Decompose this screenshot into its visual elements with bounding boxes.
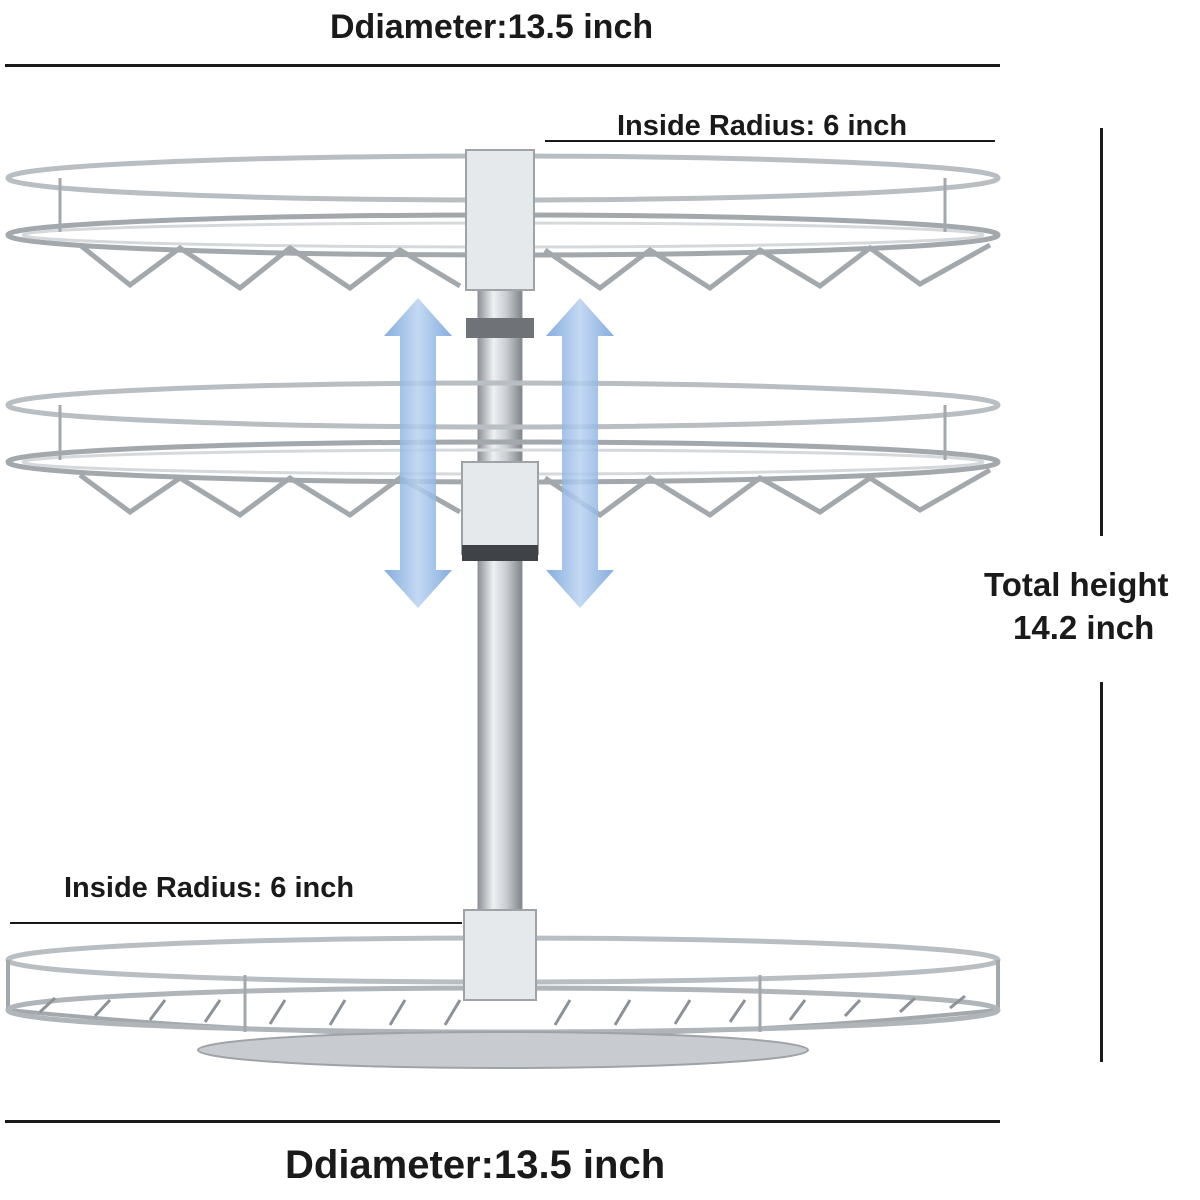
height-adjust-arrow-left [384, 298, 452, 608]
total-height-label: Total height [984, 566, 1169, 603]
bottom-radius-line [10, 922, 462, 924]
bottom-diameter-label: Ddiameter:13.5 inch [285, 1143, 666, 1187]
top-radius-line [545, 140, 995, 142]
height-line-lower [1100, 682, 1103, 1062]
top-inside-radius-label: Inside Radius: 6 inch [617, 110, 908, 142]
bottom-tier-hub [463, 909, 537, 1001]
top-tier-hub [465, 149, 535, 338]
height-adjust-arrow-right [546, 298, 614, 608]
bottom-inside-radius-label: Inside Radius: 6 inch [64, 872, 355, 904]
top-diameter-line [5, 64, 1000, 67]
height-line-upper [1100, 128, 1103, 536]
bottom-diameter-line [5, 1120, 1000, 1123]
top-diameter-label: Ddiameter:13.5 inch [330, 8, 654, 46]
rotating-base-plate [197, 1031, 809, 1069]
total-height-value: 14.2 inch [1013, 609, 1155, 646]
middle-tier-hub [461, 461, 539, 561]
center-pole [477, 154, 523, 986]
